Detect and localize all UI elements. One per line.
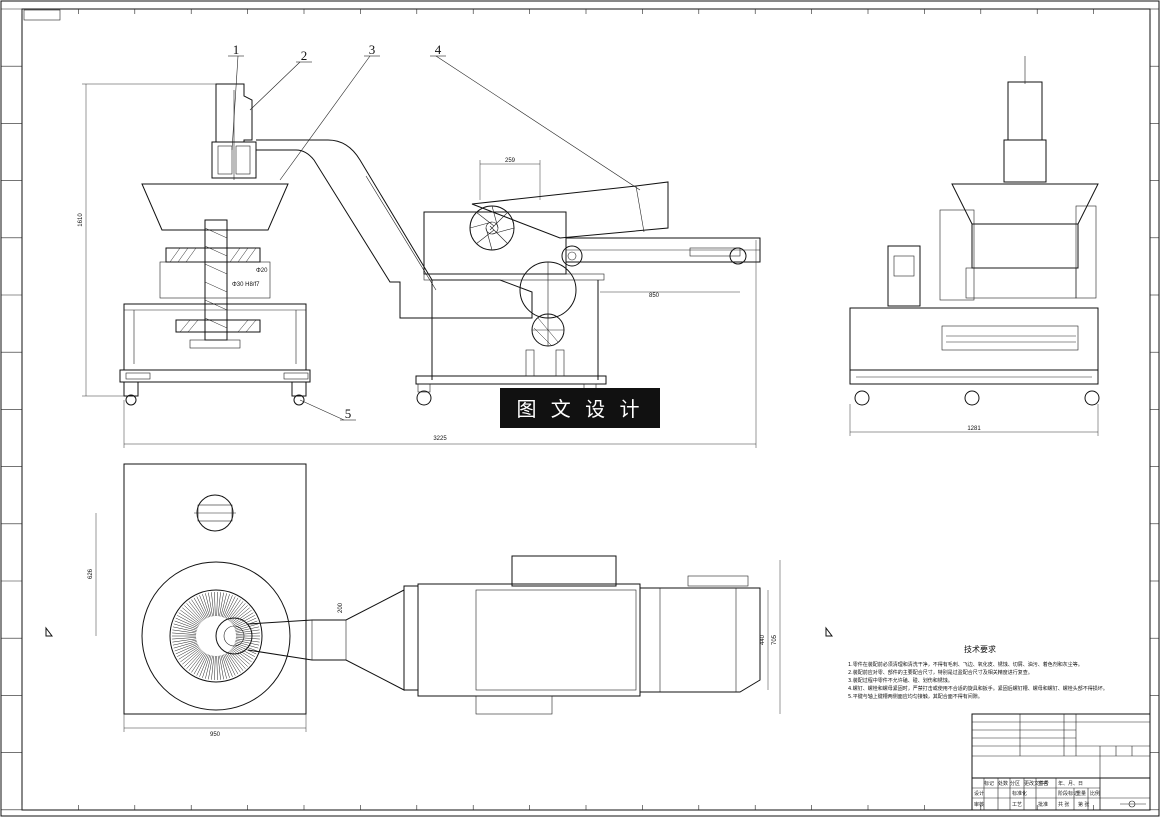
watermark-text: 图 文 设 计 [516,397,643,421]
dim-shaft-fit: Φ30 H8/f7 [232,282,260,288]
dim-overall-height: 1610 [78,213,84,227]
leader-lines [228,55,641,421]
tech-note-2: 2.装配前应对零、部件的主要配合尺寸，特别是过盈配合尺寸及相关精度进行复查。 [848,669,1033,676]
title-stamp-box [23,9,61,21]
tb-sheets-total: 共 张 [1058,801,1069,808]
part-label-5: 5 [345,406,352,421]
tech-note-5: 5.平键与轴上键槽两侧面应均匀接触，其配合面不得有间隙。 [848,693,983,700]
tech-note-4: 4.螺钉、螺栓和螺母紧固时，严禁打击或使用不合适的旋具和扳手。紧固后螺钉槽、螺母… [848,685,1108,692]
dim-duct: 200 [338,602,344,613]
tb-stage: 阶段标记 [1058,790,1078,797]
tb-zone: 分区 [1010,780,1020,787]
tb-scale: 比例 [1090,790,1100,797]
dim-feed-width: 259 [505,158,516,164]
section-markers [45,626,833,637]
front-view-cutter [415,160,761,406]
dim-belt-width: 440 [760,634,766,645]
tech-note-1: 1.零件在装配前必须清理和清洗干净，不得有毛刺、飞边、氧化皮、锈蚀、切屑、油污、… [848,661,1083,668]
tb-sign: 签名 [1038,780,1048,787]
plan-view [95,463,781,732]
tb-mark: 标记 [984,780,994,787]
tb-weight: 重量 [1076,790,1086,797]
tb-change-doc: 更改文件号 [1024,780,1049,787]
tb-date: 年、月、日 [1058,780,1083,787]
front-dimensions [82,83,757,448]
dim-belt-total: 705 [772,634,778,645]
tb-approve: 批准 [1038,801,1048,808]
zone-ticks [1,8,1159,811]
tb-design: 设计 [974,790,984,797]
tb-count: 处数 [998,780,1008,787]
front-view-left-machine [119,83,311,406]
watermark-box [500,388,660,428]
part-label-4: 4 [435,42,442,57]
title-block [971,713,1151,811]
dim-side-width: 1281 [967,426,981,432]
tb-sheet-no: 第 张 [1078,801,1089,808]
side-view [849,56,1100,436]
dim-tube: Φ20 [256,268,268,274]
part-label-1: 1 [233,42,240,57]
part-label-3: 3 [369,42,376,57]
tech-note-3: 3.装配过程中零件不允许磕、碰、划伤和锈蚀。 [848,677,953,684]
dim-overall-length: 3225 [433,436,447,442]
dim-plan-depth: 626 [88,568,94,579]
dim-conveyor-length: 850 [649,293,660,299]
tb-standard: 标准化 [1012,790,1027,797]
tb-process: 工艺 [1012,802,1022,808]
tech-requirements-title: 技术要求 [964,644,996,654]
part-label-2: 2 [301,48,308,63]
tb-review: 审核 [974,801,984,808]
dim-plan-width: 950 [210,732,221,738]
